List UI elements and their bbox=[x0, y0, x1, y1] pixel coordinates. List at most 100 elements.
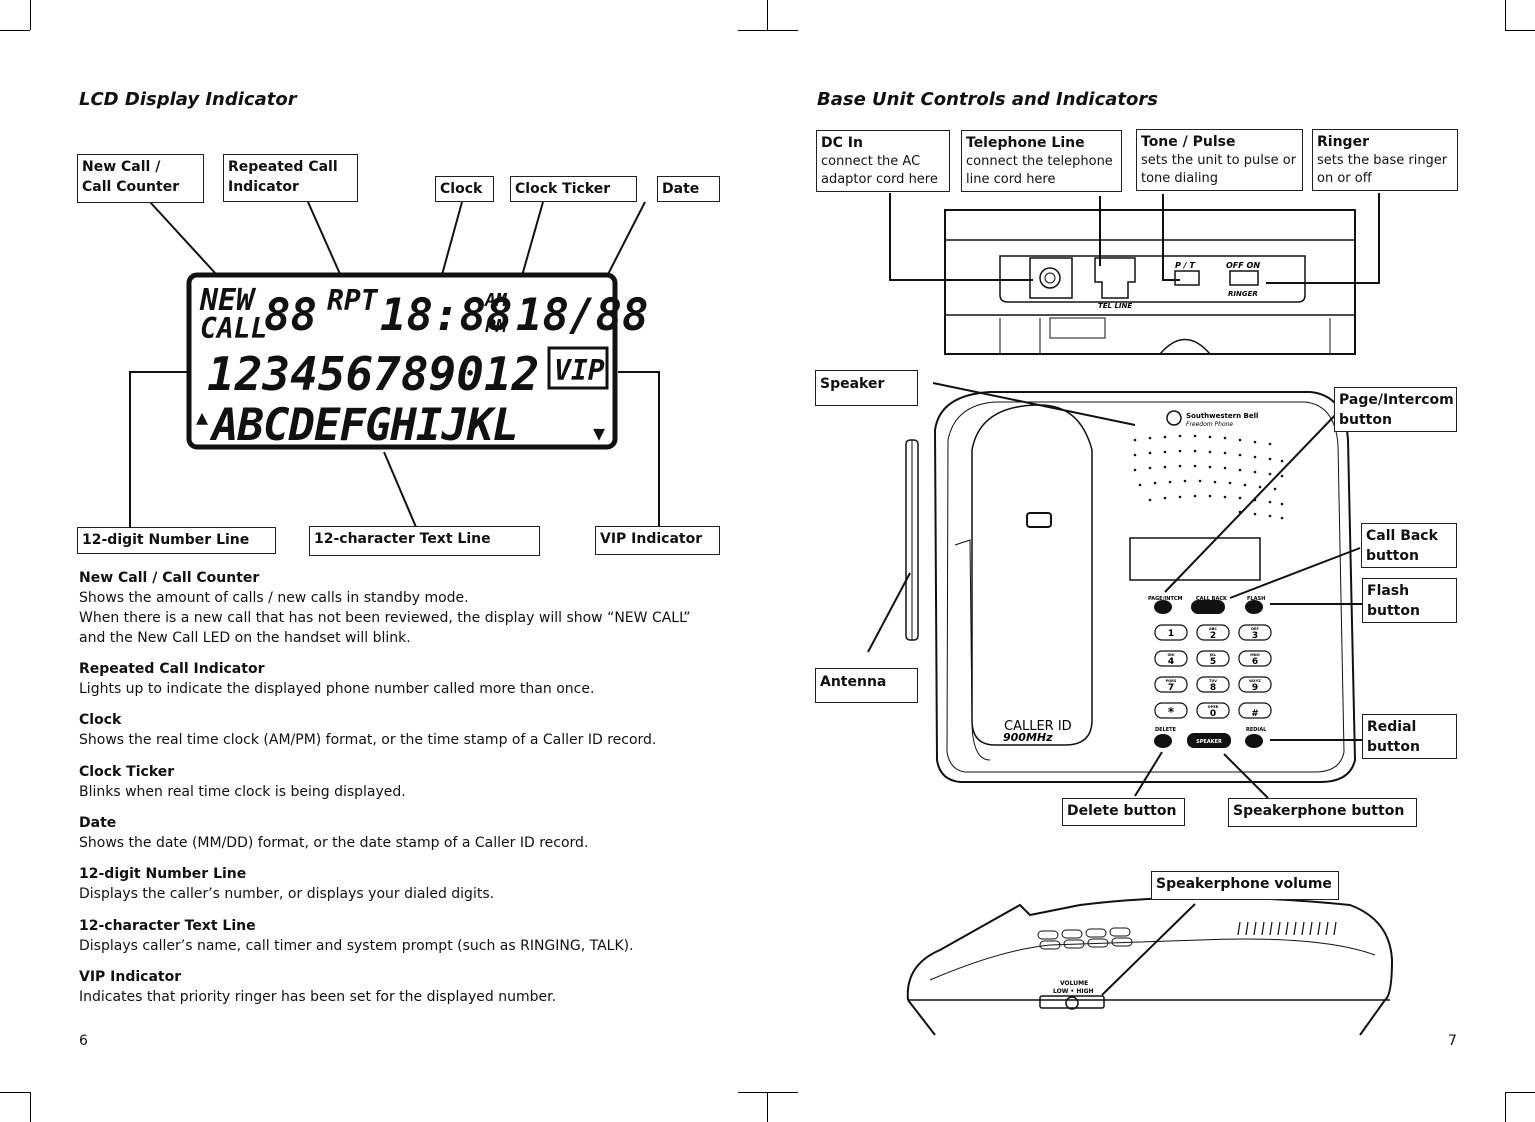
crop-mark bbox=[1505, 0, 1506, 30]
callout-page-intercom: Page/Intercom button bbox=[1334, 387, 1457, 432]
desc-new-call: New Call / Call Counter Shows the amount… bbox=[79, 570, 691, 646]
callout-flash: Flash button bbox=[1362, 578, 1457, 623]
crop-mark bbox=[0, 1092, 30, 1093]
caller-id-logo: CALLER ID bbox=[1004, 719, 1072, 734]
bell-logo-icon bbox=[1166, 410, 1182, 426]
page-number-right: 7 bbox=[1448, 1033, 1457, 1049]
key-sub-mno: MNO bbox=[1250, 653, 1259, 657]
keypad-key-star[interactable]: * bbox=[1168, 705, 1175, 719]
crop-mark bbox=[1505, 1092, 1506, 1122]
keypad-key-2[interactable]: 2 bbox=[1210, 631, 1216, 641]
label-clock: Clock bbox=[435, 176, 494, 202]
desc-vip: VIP Indicator Indicates that priority ri… bbox=[79, 969, 557, 1005]
desc-clock: Clock Shows the real time clock (AM/PM) … bbox=[79, 712, 657, 748]
key-sub-jkl: JKL bbox=[1209, 653, 1217, 657]
key-label-speaker: SPEAKER bbox=[1196, 739, 1222, 745]
keypad-key-7[interactable]: 7 bbox=[1168, 683, 1174, 693]
redial-key[interactable] bbox=[1245, 734, 1263, 748]
lcd-new: NEW bbox=[199, 283, 257, 318]
callout-ringer: Ringer sets the base ringer on or off bbox=[1312, 129, 1458, 191]
lcd-rpt: RPT bbox=[327, 284, 379, 317]
callout-redial: Redial button bbox=[1362, 714, 1457, 759]
callout-speaker: Speaker bbox=[815, 370, 918, 406]
crop-mark bbox=[30, 0, 31, 30]
lcd-date: 18/88 bbox=[516, 290, 648, 341]
lcd-call: CALL bbox=[200, 312, 267, 345]
key-sub-wxyz: WXYZ bbox=[1249, 679, 1261, 683]
key-label-flash: FLASH bbox=[1247, 596, 1265, 602]
page-intercom-key[interactable] bbox=[1154, 600, 1172, 614]
delete-key[interactable] bbox=[1154, 734, 1172, 748]
brand-sub: Freedom Phone bbox=[1186, 421, 1233, 428]
crop-mark bbox=[767, 1092, 768, 1122]
callout-speakerphone: Speakerphone button bbox=[1228, 798, 1417, 827]
keypad-key-hash[interactable]: # bbox=[1251, 709, 1259, 719]
callout-antenna: Antenna bbox=[815, 668, 918, 703]
callout-call-back: Call Back button bbox=[1361, 523, 1457, 568]
volume-label: VOLUME bbox=[1060, 980, 1088, 987]
lcd-am: AM bbox=[484, 290, 508, 311]
label-new-call: New Call / Call Counter bbox=[77, 154, 204, 203]
brand-name: Southwestern Bell bbox=[1186, 412, 1258, 420]
call-back-key[interactable] bbox=[1191, 600, 1225, 614]
left-page-title: LCD Display Indicator bbox=[79, 89, 297, 110]
keypad-key-1[interactable]: 1 bbox=[1168, 629, 1174, 639]
label-date: Date bbox=[657, 176, 720, 202]
key-sub-def: DEF bbox=[1251, 627, 1259, 631]
keypad-key-6[interactable]: 6 bbox=[1252, 657, 1258, 667]
callout-speakerphone-volume: Speakerphone volume bbox=[1151, 871, 1339, 900]
label-clock-ticker: Clock Ticker bbox=[510, 176, 637, 202]
crop-mark bbox=[1505, 1092, 1535, 1093]
label-repeated-call: Repeated Call Indicator bbox=[223, 154, 358, 202]
label-number-line: 12-digit Number Line bbox=[77, 527, 276, 554]
page-number-left: 6 bbox=[79, 1033, 88, 1049]
keypad-key-9[interactable]: 9 bbox=[1252, 683, 1258, 693]
speaker-grille bbox=[1133, 434, 1284, 520]
right-page-title: Base Unit Controls and Indicators bbox=[817, 89, 1158, 110]
key-label-delete: DELETE bbox=[1155, 727, 1177, 733]
callout-dc-in: DC In connect the AC adaptor cord here bbox=[816, 130, 950, 192]
key-label-call-back: CALL BACK bbox=[1196, 596, 1228, 602]
ringer-switch-label: OFF ON bbox=[1226, 261, 1260, 270]
key-sub-pqrs: PQRS bbox=[1166, 679, 1177, 683]
volume-range-label: LOW • HIGH bbox=[1053, 988, 1094, 995]
lcd-up-arrow-icon: ▲ bbox=[196, 405, 208, 429]
label-vip: VIP Indicator bbox=[595, 526, 720, 555]
crop-mark bbox=[767, 0, 768, 30]
tel-line-port-label: TEL LINE bbox=[1098, 302, 1132, 310]
key-sub-tuv: TUV bbox=[1209, 679, 1217, 683]
lcd-digits: 123456789012 bbox=[207, 347, 539, 401]
desc-number-line: 12-digit Number Line Displays the caller… bbox=[79, 866, 495, 902]
lcd-pm: PM bbox=[485, 316, 508, 337]
key-label-page-intercom: PAGE/INTCM bbox=[1148, 596, 1183, 602]
callout-tone-pulse: Tone / Pulse sets the unit to pulse or t… bbox=[1136, 129, 1303, 191]
crop-mark bbox=[738, 1092, 798, 1093]
keypad-key-5[interactable]: 5 bbox=[1210, 657, 1216, 667]
key-sub-ghi: GHI bbox=[1167, 653, 1174, 657]
crop-mark bbox=[0, 30, 30, 31]
keypad-key-0[interactable]: 0 bbox=[1210, 709, 1216, 719]
lcd-time: 18:88 bbox=[380, 290, 512, 341]
desc-date: Date Shows the date (MM/DD) format, or t… bbox=[79, 815, 589, 851]
keypad-key-4[interactable]: 4 bbox=[1168, 657, 1174, 667]
key-label-redial: REDIAL bbox=[1246, 727, 1267, 733]
speaker-key[interactable] bbox=[1187, 733, 1231, 748]
desc-clock-ticker: Clock Ticker Blinks when real time clock… bbox=[79, 764, 406, 800]
pt-switch-label: P / T bbox=[1175, 261, 1195, 270]
key-sub-abc: ABC bbox=[1209, 627, 1217, 631]
callout-telephone-line: Telephone Line connect the telephone lin… bbox=[961, 130, 1122, 192]
keypad-key-8[interactable]: 8 bbox=[1210, 683, 1216, 693]
label-text-line: 12-character Text Line bbox=[309, 526, 540, 556]
desc-text-line: 12-character Text Line Displays caller’s… bbox=[79, 918, 634, 954]
lcd-vip: VIP bbox=[554, 354, 605, 387]
ringer-port-label: RINGER bbox=[1228, 290, 1258, 298]
mhz-logo: 900MHz bbox=[1003, 731, 1053, 744]
side-grille bbox=[1237, 921, 1337, 936]
keypad-key-3[interactable]: 3 bbox=[1252, 631, 1258, 641]
flash-key[interactable] bbox=[1245, 600, 1263, 614]
crop-mark bbox=[30, 1092, 31, 1122]
lcd-counter: 88 bbox=[264, 290, 317, 341]
lcd-down-arrow-icon: ▼ bbox=[593, 421, 605, 445]
